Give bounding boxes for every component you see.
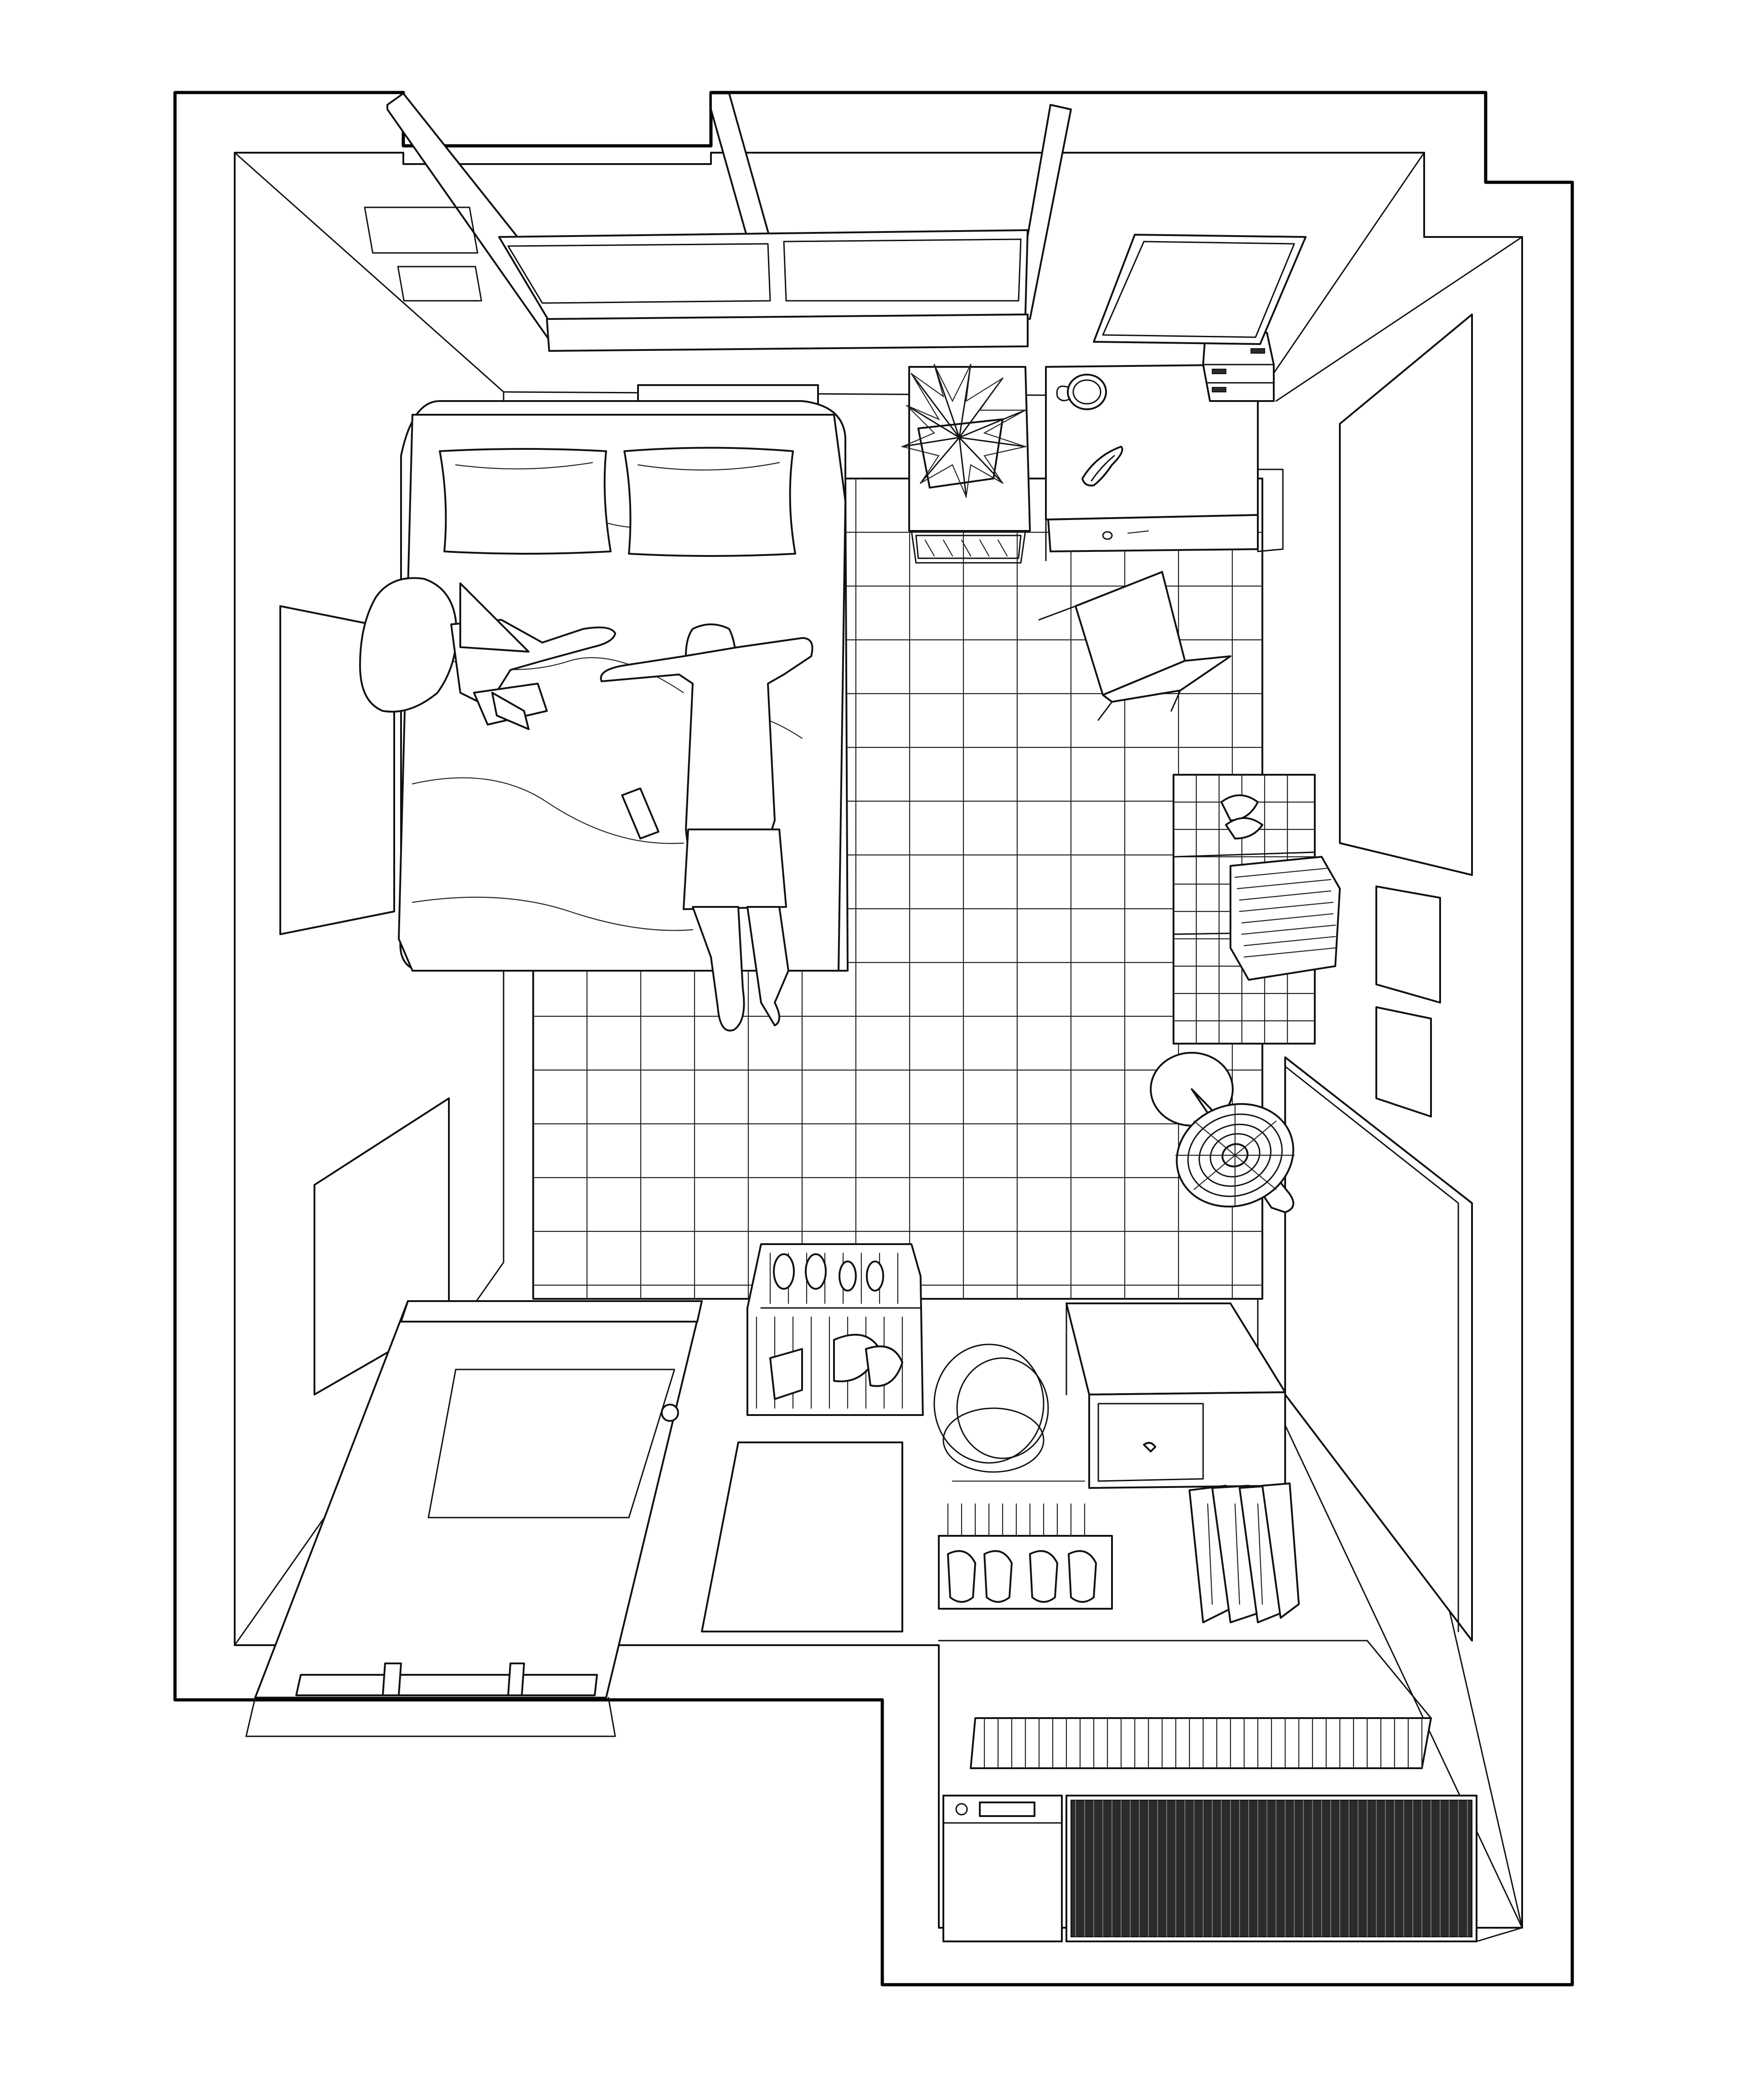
hoop-stand [933,1343,1086,1482]
wall-vent-upper [364,206,479,254]
desk-drawer-knob [1102,531,1113,540]
radiator-upper [970,1717,1432,1769]
books [1230,856,1341,981]
person-lying [600,623,813,1032]
person-sitting [359,577,616,730]
potted-plant [901,364,1028,499]
chair [1038,571,1231,721]
wall-picture-top-right [1093,234,1307,345]
door-handle [661,1404,679,1422]
slipper-rack [938,1503,1113,1610]
desk-drawer-stack [1202,332,1275,402]
wall-vent-lower [397,266,482,302]
window [386,93,1072,352]
glasses [1081,446,1123,487]
radiator-lower [1065,1795,1477,1942]
pillow-left [439,448,612,555]
washing-machine [942,1795,1063,1942]
door-mat-upper [701,1441,903,1632]
smartphone [621,788,659,839]
shoe-rack-upper [746,1243,924,1416]
right-wall-panel-lower [1284,1056,1473,1642]
picture-frame-2 [1375,1006,1432,1117]
standing-fan [1150,1052,1295,1213]
utility-wall-edge [938,1640,1523,1942]
picture-frame-1 [1375,885,1441,1004]
slipper [983,1550,1013,1603]
entry-door [245,1300,703,1737]
right-wall-panel-upper [1339,314,1473,876]
slipper [947,1550,976,1603]
mug [1056,374,1107,410]
folders [1189,1482,1300,1623]
slipper [1068,1550,1097,1603]
slipper [1029,1550,1058,1603]
sandals [1220,794,1263,839]
pillow-right [623,447,796,557]
